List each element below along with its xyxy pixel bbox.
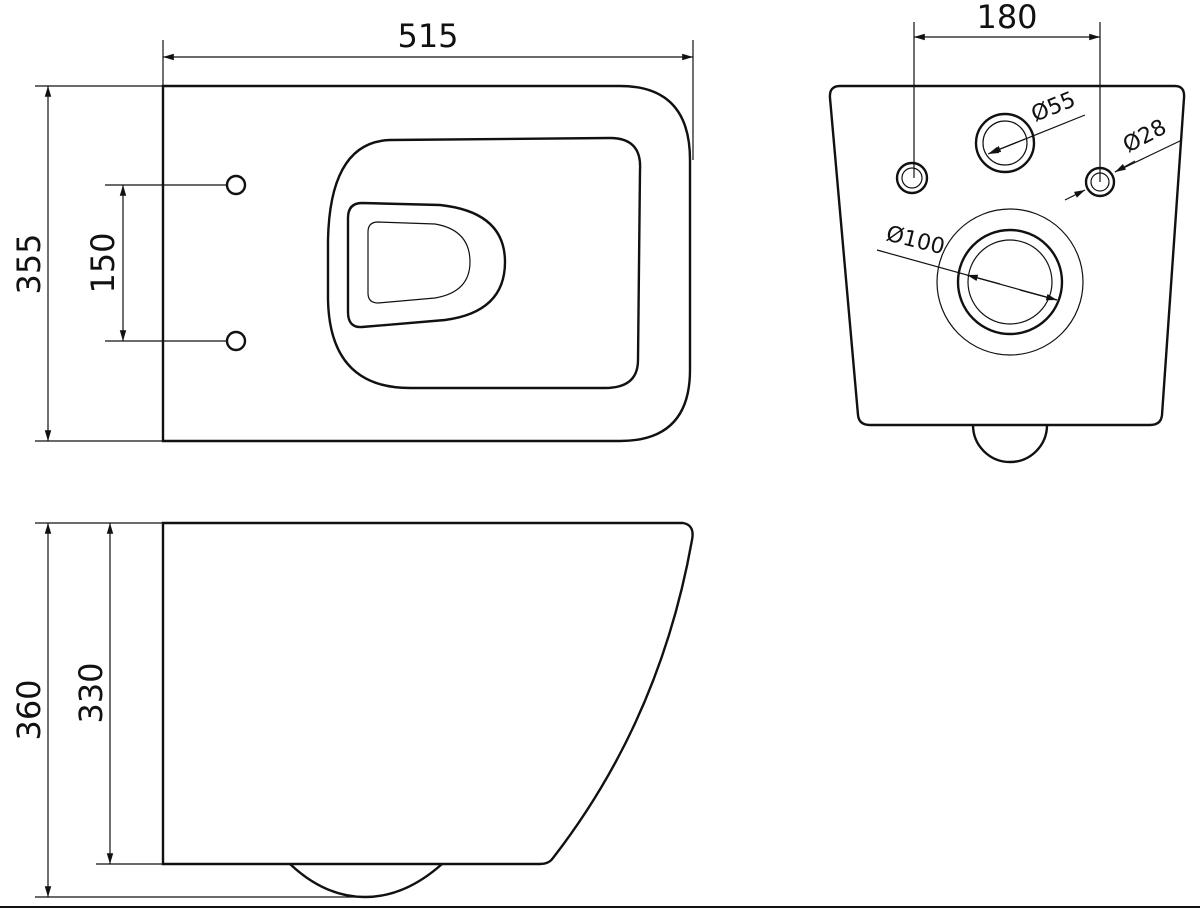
dimension-total-height: 360 [10,679,48,740]
dimension-fixing-spacing: 150 [84,232,122,293]
outlet-stub [289,863,443,899]
top-view-outline [161,84,692,443]
back-view-outline [828,84,1186,427]
dimension-width: 355 [10,233,48,294]
bowl-outline [346,201,507,329]
outlet-stub [971,424,1049,464]
seat-outline [326,136,642,390]
back-view: 180 Ø55 Ø28 Ø100 [828,0,1186,464]
outlet-flange [936,208,1084,356]
bowl-inner-outline [367,221,471,304]
dimension-back-spacing: 180 [976,0,1037,36]
dimension-fixing-hole-diameter: Ø28 [1119,115,1171,158]
side-view: 360 330 [10,521,694,899]
top-view: 515 355 150 [10,17,694,443]
side-view-outline [161,521,694,866]
dimension-inlet-diameter: Ø55 [1028,87,1079,127]
fixing-hole-icon [225,330,247,352]
dimension-length: 515 [397,17,458,55]
fixing-hole-icon [225,174,247,196]
dimension-body-height: 330 [72,662,110,723]
